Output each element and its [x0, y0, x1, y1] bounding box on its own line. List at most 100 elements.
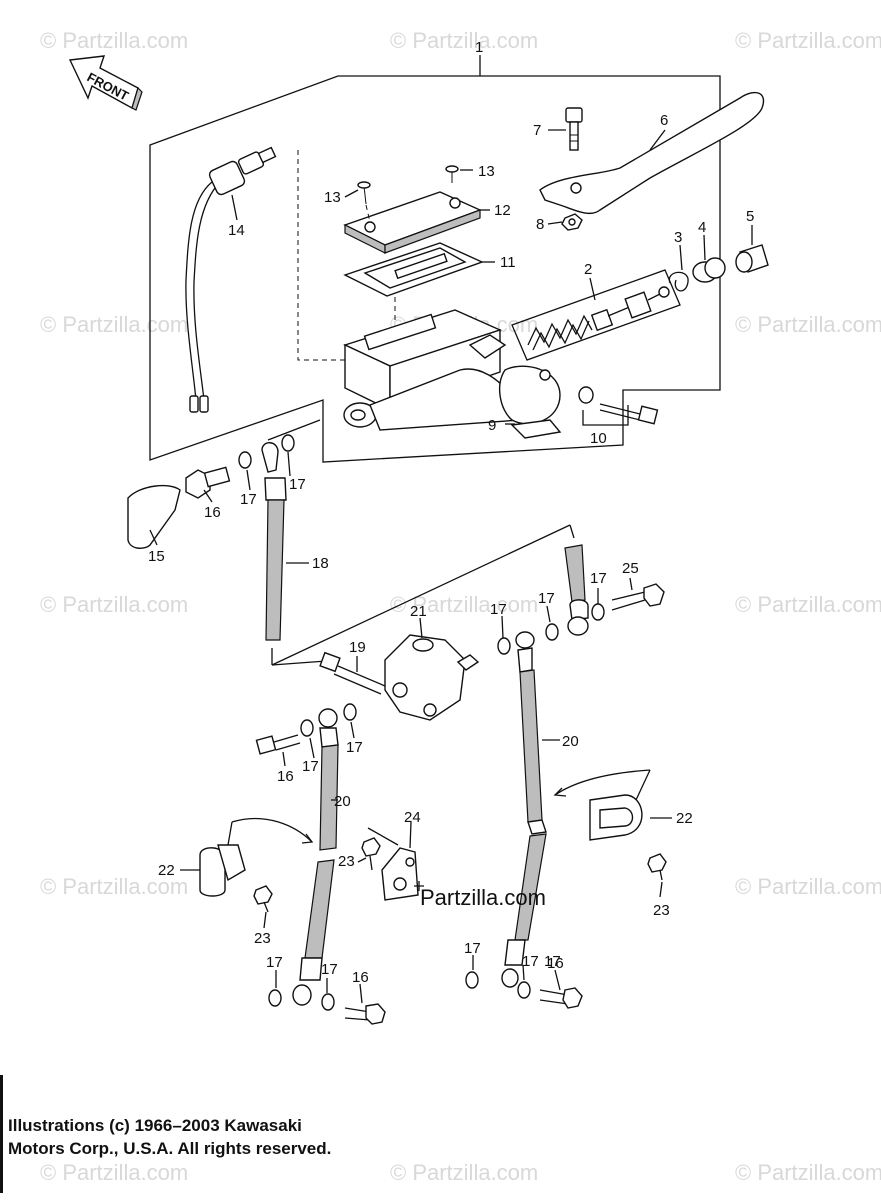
watermark-text: © Partzilla.com	[735, 592, 881, 617]
assembly-guide-line	[227, 821, 233, 846]
callout-number: 17	[522, 953, 539, 970]
sealing-washer	[281, 434, 295, 452]
brake-hose-left	[292, 708, 339, 1006]
clamp-screw	[253, 885, 273, 913]
banjo-bolt	[185, 466, 231, 499]
callout-bracket	[582, 405, 629, 426]
callout-number: 18	[312, 555, 329, 572]
callout-number: 8	[536, 216, 544, 233]
reservoir-diaphragm	[343, 242, 484, 297]
watermark-text: © Partzilla.com	[40, 312, 188, 337]
clamp-screw	[647, 853, 667, 881]
callout-number: 4	[698, 219, 706, 236]
assembly-guide-line	[231, 817, 313, 843]
sealing-washer	[517, 981, 531, 999]
callout-number: 23	[653, 902, 670, 919]
watermark-text: © Partzilla.com	[40, 1160, 188, 1185]
switch-wire	[185, 181, 213, 401]
callout-number: 17	[490, 601, 507, 618]
callout-number: 16	[277, 768, 294, 785]
callout-number: 12	[494, 202, 511, 219]
callout-number: 7	[533, 122, 541, 139]
callout-number: 17	[289, 476, 306, 493]
sealing-washer	[238, 451, 252, 469]
watermark-text: © Partzilla.com	[40, 592, 188, 617]
reservoir-screw	[357, 165, 459, 205]
reservoir-cap	[343, 191, 482, 254]
callout-number: 17	[321, 961, 338, 978]
front-arrow-icon: FRONT	[68, 55, 143, 111]
sealing-washer	[465, 971, 479, 989]
callout-number: 17	[590, 570, 607, 587]
brand-label: Partzilla.com	[420, 885, 546, 910]
brake-lever	[539, 91, 765, 214]
clamp-screw	[361, 837, 381, 871]
callout-number: 20	[334, 793, 351, 810]
brake-hose-joint	[384, 634, 480, 721]
callout-number: 17	[538, 590, 555, 607]
assembly-guide-line	[367, 827, 399, 846]
assembly-guide-line	[271, 524, 571, 666]
assembly-guide-line	[635, 769, 651, 801]
callout-number: 22	[676, 810, 693, 827]
watermark-text: © Partzilla.com	[735, 1160, 881, 1185]
callout-number: 9	[488, 417, 496, 434]
partzilla-brand: Partzilla.com	[414, 881, 546, 910]
callout-number: 16	[204, 504, 221, 521]
callout-number: 23	[254, 930, 271, 947]
watermark-text: © Partzilla.com	[40, 28, 188, 53]
brake-hose-right	[501, 631, 547, 988]
sealing-washer	[268, 989, 282, 1007]
switch-wire	[193, 181, 221, 401]
sealing-washer	[321, 993, 335, 1011]
callout-number: 10	[590, 430, 607, 447]
callout-number: 15	[148, 548, 165, 565]
callout-number: 11	[500, 254, 516, 271]
assembly-guide-line	[365, 204, 371, 223]
callout-number: 17	[266, 954, 283, 971]
callout-number: 3	[674, 229, 682, 246]
hose-bracket	[381, 847, 419, 901]
banjo-bolt	[344, 1003, 386, 1025]
left-edge-bar	[0, 1075, 3, 1193]
callout-number: 5	[746, 208, 754, 225]
piston-boot	[692, 257, 726, 283]
assembly-guide-line	[297, 150, 345, 361]
callout-number: 13	[324, 189, 341, 206]
master-cylinder-body	[343, 309, 562, 439]
sealing-washer	[497, 637, 511, 655]
assembly-guide-arrow	[301, 833, 314, 844]
callout-number: 1	[475, 39, 483, 56]
callout-number: 25	[622, 560, 639, 577]
bleeder-cap	[127, 484, 181, 549]
callout-number: 21	[410, 603, 427, 620]
banjo-bolt	[539, 987, 583, 1009]
piston-assembly	[527, 286, 670, 351]
hose-clamp-right	[589, 794, 643, 841]
brake-light-switch	[185, 146, 277, 413]
assembly-guide-line	[267, 419, 321, 441]
callout-number: 24	[404, 809, 421, 826]
callout-number: 19	[349, 639, 366, 656]
sealing-washer	[300, 719, 314, 737]
brake-hose-upper	[261, 442, 287, 641]
watermark-text: © Partzilla.com	[390, 592, 538, 617]
spring-clip	[668, 271, 689, 292]
watermark-text: © Partzilla.com	[40, 874, 188, 899]
callout-number: 2	[584, 261, 592, 278]
banjo-bolt	[255, 734, 301, 755]
pivot-nut	[561, 213, 583, 231]
watermark-text: © Partzilla.com	[390, 1160, 538, 1185]
clamp-bolt-set	[578, 386, 659, 425]
callout-number: 20	[562, 733, 579, 750]
callout-number: 17	[302, 758, 319, 775]
watermark-text: © Partzilla.com	[390, 28, 538, 53]
callout-number: 17	[240, 491, 257, 508]
assembly-guide-arrow	[553, 787, 567, 797]
banjo-bolt	[611, 583, 665, 611]
copyright-notice: Illustrations (c) 1966–2003 Kawasaki Mot…	[8, 1114, 331, 1160]
callout-number: 13	[478, 163, 495, 180]
callout-number: 17	[464, 940, 481, 957]
